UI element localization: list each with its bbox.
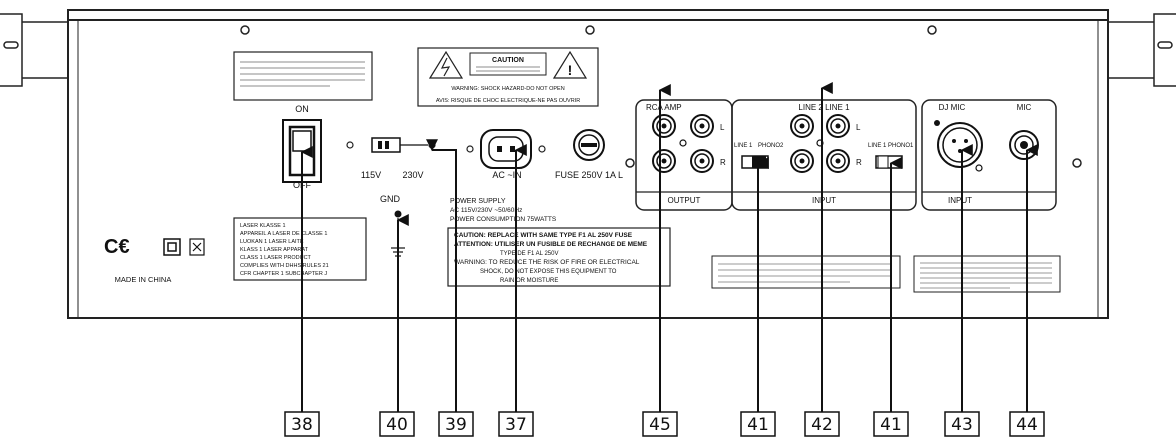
regulatory-box-mid xyxy=(711,255,901,289)
certification-marks: C€ MADE IN CHINA xyxy=(104,236,205,284)
dj-mic-xlr-jack[interactable] xyxy=(934,120,983,172)
switch1-left-label: LINE 1 xyxy=(868,143,887,149)
callout-37: 37 xyxy=(498,411,534,437)
dj-mic-label: DJ MIC xyxy=(939,103,966,112)
callout-43: 43 xyxy=(944,411,980,437)
gnd-label: GND xyxy=(380,194,401,204)
power-supply-line1: AC 115V/230V ~50/60Hz xyxy=(450,207,522,214)
input-jacks: LINE 2 LINE 1 INPUT L R LINE 1 PHONO2 xyxy=(731,99,917,211)
voltage-230-label: 230V xyxy=(402,170,423,180)
caution-line-2: ATTENTION: UTILISER UN FUSIBLE DE RECHAN… xyxy=(454,241,648,248)
callout-43-label: 43 xyxy=(951,415,973,435)
made-in-label: MADE IN CHINA xyxy=(115,275,172,284)
switch2-left-label: LINE 1 xyxy=(734,143,753,149)
output-caption: OUTPUT xyxy=(668,196,701,205)
phono-switch-2[interactable]: LINE 1 PHONO2 xyxy=(734,143,784,169)
callout-45-label: 45 xyxy=(649,415,671,435)
power-supply-info: POWER SUPPLY AC 115V/230V ~50/60Hz POWER… xyxy=(450,198,557,223)
mic-input-caption: INPUT xyxy=(948,196,972,205)
laser-line-2: APPAREIL A LASER DE CLASSE 1 xyxy=(240,231,327,237)
left-rack-ear xyxy=(0,13,69,87)
right-rack-ear xyxy=(1107,13,1176,87)
laser-class-box: LASER KLASSE 1 APPAREIL A LASER DE CLASS… xyxy=(233,217,367,281)
regulatory-box-right xyxy=(913,255,1061,293)
weee-icon xyxy=(189,238,205,256)
mic-label: MIC xyxy=(1017,103,1032,112)
output-jack-r2[interactable] xyxy=(690,149,714,173)
input-r-label: R xyxy=(856,158,862,167)
shock-warning-label: ! CAUTION WARNING: SHOCK HAZARD-DO NOT O… xyxy=(417,47,599,107)
caution-line-3: TYPE DE F1 AL 250V xyxy=(500,251,558,257)
callout-42-label: 42 xyxy=(811,415,833,435)
callout-44-label: 44 xyxy=(1016,415,1038,435)
caution-line-5: SHOCK, DO NOT EXPOSE THIS EQUIPMENT TO xyxy=(480,269,617,275)
switch2-right-label: PHONO2 xyxy=(758,143,784,149)
laser-line-6: COMPLIES WITH DHHS RULES 21 xyxy=(240,263,329,269)
output-jack-l2[interactable] xyxy=(690,114,714,138)
caution-box: CAUTION: REPLACE WITH SAME TYPE F1 AL 25… xyxy=(447,227,671,287)
ce-mark-icon: C€ xyxy=(104,236,130,258)
double-insulation-icon xyxy=(163,238,181,256)
line1-jack-r[interactable] xyxy=(826,149,850,173)
laser-line-1: LASER KLASSE 1 xyxy=(240,223,286,229)
callout-39: 39 xyxy=(438,411,474,437)
ground-terminal[interactable]: GND xyxy=(380,194,405,257)
callout-39-label: 39 xyxy=(445,415,467,435)
laser-line-5: CLASS 1 LASER PRODUCT xyxy=(240,255,312,261)
warning-text-en: WARNING: SHOCK HAZARD-DO NOT OPEN xyxy=(451,86,564,92)
caution-line-6: RAIN OR MOISTURE xyxy=(500,278,558,284)
callout-41-b: 41 xyxy=(873,411,909,437)
callout-38-label: 38 xyxy=(291,415,313,435)
fuse-holder[interactable]: FUSE 250V 1A L xyxy=(555,129,623,180)
callout-42: 42 xyxy=(804,411,840,437)
callout-38: 38 xyxy=(284,411,320,437)
caution-line-1: CAUTION: REPLACE WITH SAME TYPE F1 AL 25… xyxy=(454,232,633,239)
regulatory-label-top xyxy=(233,51,373,101)
power-supply-line2: POWER CONSUMPTION 75WATTS xyxy=(450,216,557,223)
callout-40: 40 xyxy=(379,411,415,437)
line1-jack-l[interactable] xyxy=(826,114,850,138)
warning-text-fr: AVIS: RISQUE DE CHOC ELECTRIQUE-NE PAS O… xyxy=(436,98,580,104)
output-r-label: R xyxy=(720,158,726,167)
ac-inlet[interactable]: AC ~IN xyxy=(466,129,546,180)
callout-37-label: 37 xyxy=(505,415,527,435)
chassis xyxy=(67,9,1109,319)
line2-jack-r[interactable] xyxy=(790,149,814,173)
callout-41-a: 41 xyxy=(740,411,776,437)
callout-41b-label: 41 xyxy=(880,415,902,435)
power-supply-title: POWER SUPPLY xyxy=(450,198,506,205)
input-caption: INPUT xyxy=(812,196,836,205)
switch1-right-label: PHONO1 xyxy=(888,143,914,149)
laser-line-4: KLASS 1 LASER APPARAT xyxy=(240,247,309,253)
mic-jack[interactable] xyxy=(1009,130,1039,160)
output-l-label: L xyxy=(720,123,725,132)
mic-inputs: DJ MIC MIC INPUT xyxy=(921,99,1057,211)
laser-line-3: LUOKAN 1 LASER LAITE xyxy=(240,239,304,245)
line2-jack-l[interactable] xyxy=(790,114,814,138)
voltage-selector[interactable]: 115V 230V xyxy=(361,137,436,180)
input-group-title: LINE 2 LINE 1 xyxy=(798,103,850,112)
fuse-label: FUSE 250V 1A L xyxy=(555,170,623,180)
ac-in-label: AC ~IN xyxy=(492,170,521,180)
callout-44: 44 xyxy=(1009,411,1045,437)
output-group-title: RCA AMP xyxy=(646,103,682,112)
input-l-label: L xyxy=(856,123,861,132)
output-jacks: RCA AMP OUTPUT L R xyxy=(635,99,733,211)
caution-heading: CAUTION xyxy=(492,57,524,64)
callout-45: 45 xyxy=(642,411,678,437)
callout-41a-label: 41 xyxy=(747,415,769,435)
callout-leaders xyxy=(300,82,1038,412)
caution-line-4: WARNING: TO REDUCE THE RISK OF FIRE OR E… xyxy=(454,259,640,266)
output-jack-l[interactable] xyxy=(652,114,676,138)
callout-40-label: 40 xyxy=(386,415,408,435)
power-on-label: ON xyxy=(295,104,309,114)
output-jack-r[interactable] xyxy=(652,149,676,173)
voltage-115-label: 115V xyxy=(361,170,381,180)
svg-text:!: ! xyxy=(568,62,573,78)
laser-line-7: CFR CHAPTER 1 SUBCHAPTER J xyxy=(240,271,327,277)
